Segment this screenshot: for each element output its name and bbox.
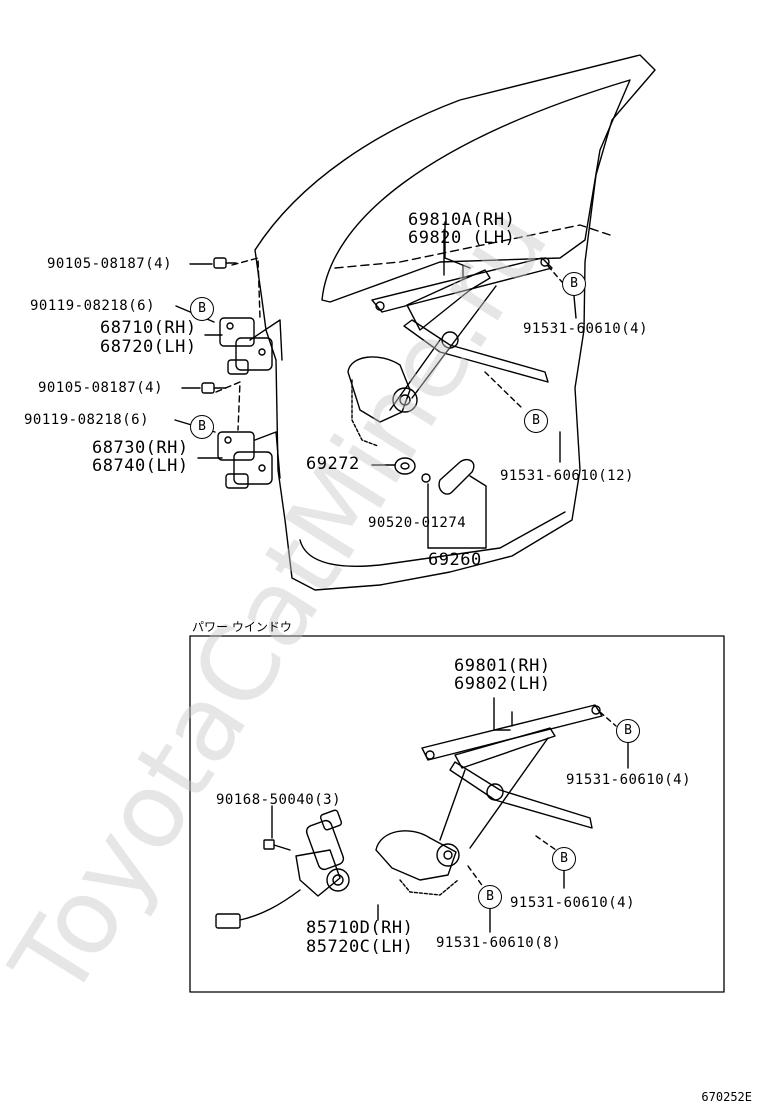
callout-b: B (552, 847, 576, 871)
bolt-lower-shape (201, 382, 227, 394)
bolt-upper-shape (213, 257, 237, 269)
label-regulator-rh: 69810A(RH) (408, 210, 516, 230)
drawing-code: 670252E (701, 1090, 752, 1104)
door-window-frame (321, 79, 631, 303)
label-screw-upper: 91531-60610(4) (523, 321, 649, 337)
handle-shape (438, 458, 475, 495)
motor-screw-shape (263, 839, 291, 851)
label-motor-lh: 85720C(LH) (306, 937, 414, 957)
label-bolt-upper: 90105-08187(4) (47, 256, 173, 272)
callout-b: B (616, 719, 640, 743)
door-outline (254, 54, 656, 591)
label-hinge-upper-lh: 68720(LH) (100, 337, 197, 357)
label-pw-regulator-rh: 69801(RH) (454, 656, 551, 676)
label-pw-screw-b: 91531-60610(4) (510, 895, 636, 911)
washer-shape (394, 457, 416, 475)
label-pw-screw-a: 91531-60610(4) (566, 772, 692, 788)
label-bolt-lower: 90105-08187(4) (38, 380, 164, 396)
regulator-manual (347, 257, 553, 447)
label-clip: 90520-01274 (368, 515, 467, 531)
callout-b: B (478, 885, 502, 909)
label-handle: 69260 (428, 550, 482, 570)
label-screw-lower: 91531-60610(12) (500, 468, 634, 484)
label-pw-motor-screw: 90168-50040(3) (216, 792, 342, 808)
label-motor-rh: 85710D(RH) (306, 918, 414, 938)
inset-box (189, 635, 725, 993)
label-hinge-lower-lh: 68740(LH) (92, 456, 189, 476)
clip-shape (421, 473, 431, 483)
label-bolt-lower-b: 90119-08218(6) (24, 412, 150, 428)
label-regulator-lh: 69820 (LH) (408, 228, 516, 248)
window-edge-dashed (334, 224, 611, 269)
motor (215, 809, 350, 929)
label-hinge-lower-rh: 68730(RH) (92, 438, 189, 458)
hinge-upper (219, 317, 283, 375)
callout-b: B (562, 272, 586, 296)
label-pw-screw-c: 91531-60610(8) (436, 935, 562, 951)
label-bolt-upper-b: 90119-08218(6) (30, 298, 156, 314)
inset-title: パワー ウインドウ (192, 620, 292, 634)
label-washer: 69272 (306, 454, 360, 474)
label-pw-regulator-lh: 69802(LH) (454, 674, 551, 694)
hinge-lower (217, 431, 281, 489)
callout-b: B (190, 415, 214, 439)
callout-b: B (190, 297, 214, 321)
regulator-power (375, 704, 603, 896)
callout-b: B (524, 409, 548, 433)
label-hinge-upper-rh: 68710(RH) (100, 318, 197, 338)
